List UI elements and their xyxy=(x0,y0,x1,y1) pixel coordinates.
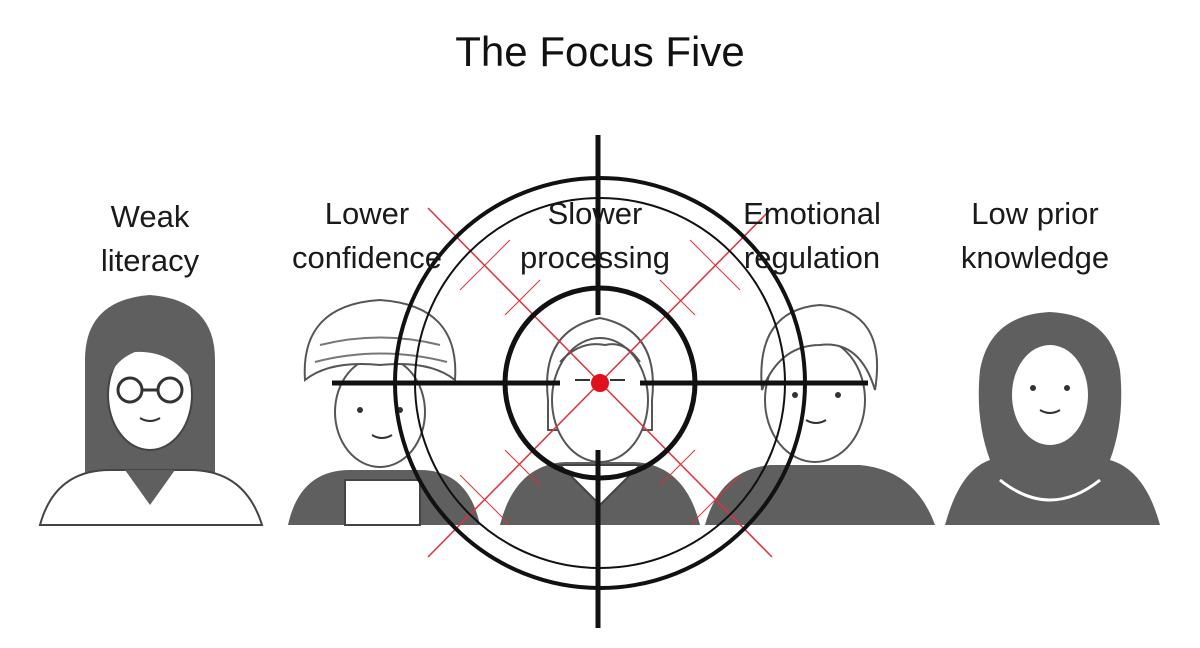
label-lower-confidence: Lower confidence xyxy=(292,196,442,275)
label-low-prior-knowledge: Low prior knowledge xyxy=(960,196,1110,275)
person-short-hair-icon xyxy=(705,303,935,525)
label-emotional-regulation: Emotional regulation xyxy=(743,196,881,275)
crosshair-target-icon xyxy=(332,135,868,628)
diagram-title: The Focus Five xyxy=(455,28,745,75)
label-slower-processing: Slower processing xyxy=(520,196,670,275)
person-hijab-icon xyxy=(945,312,1160,525)
label-weak-literacy: Weak literacy xyxy=(100,199,200,278)
person-glasses-icon xyxy=(38,295,264,526)
target-center-dot xyxy=(591,374,609,392)
